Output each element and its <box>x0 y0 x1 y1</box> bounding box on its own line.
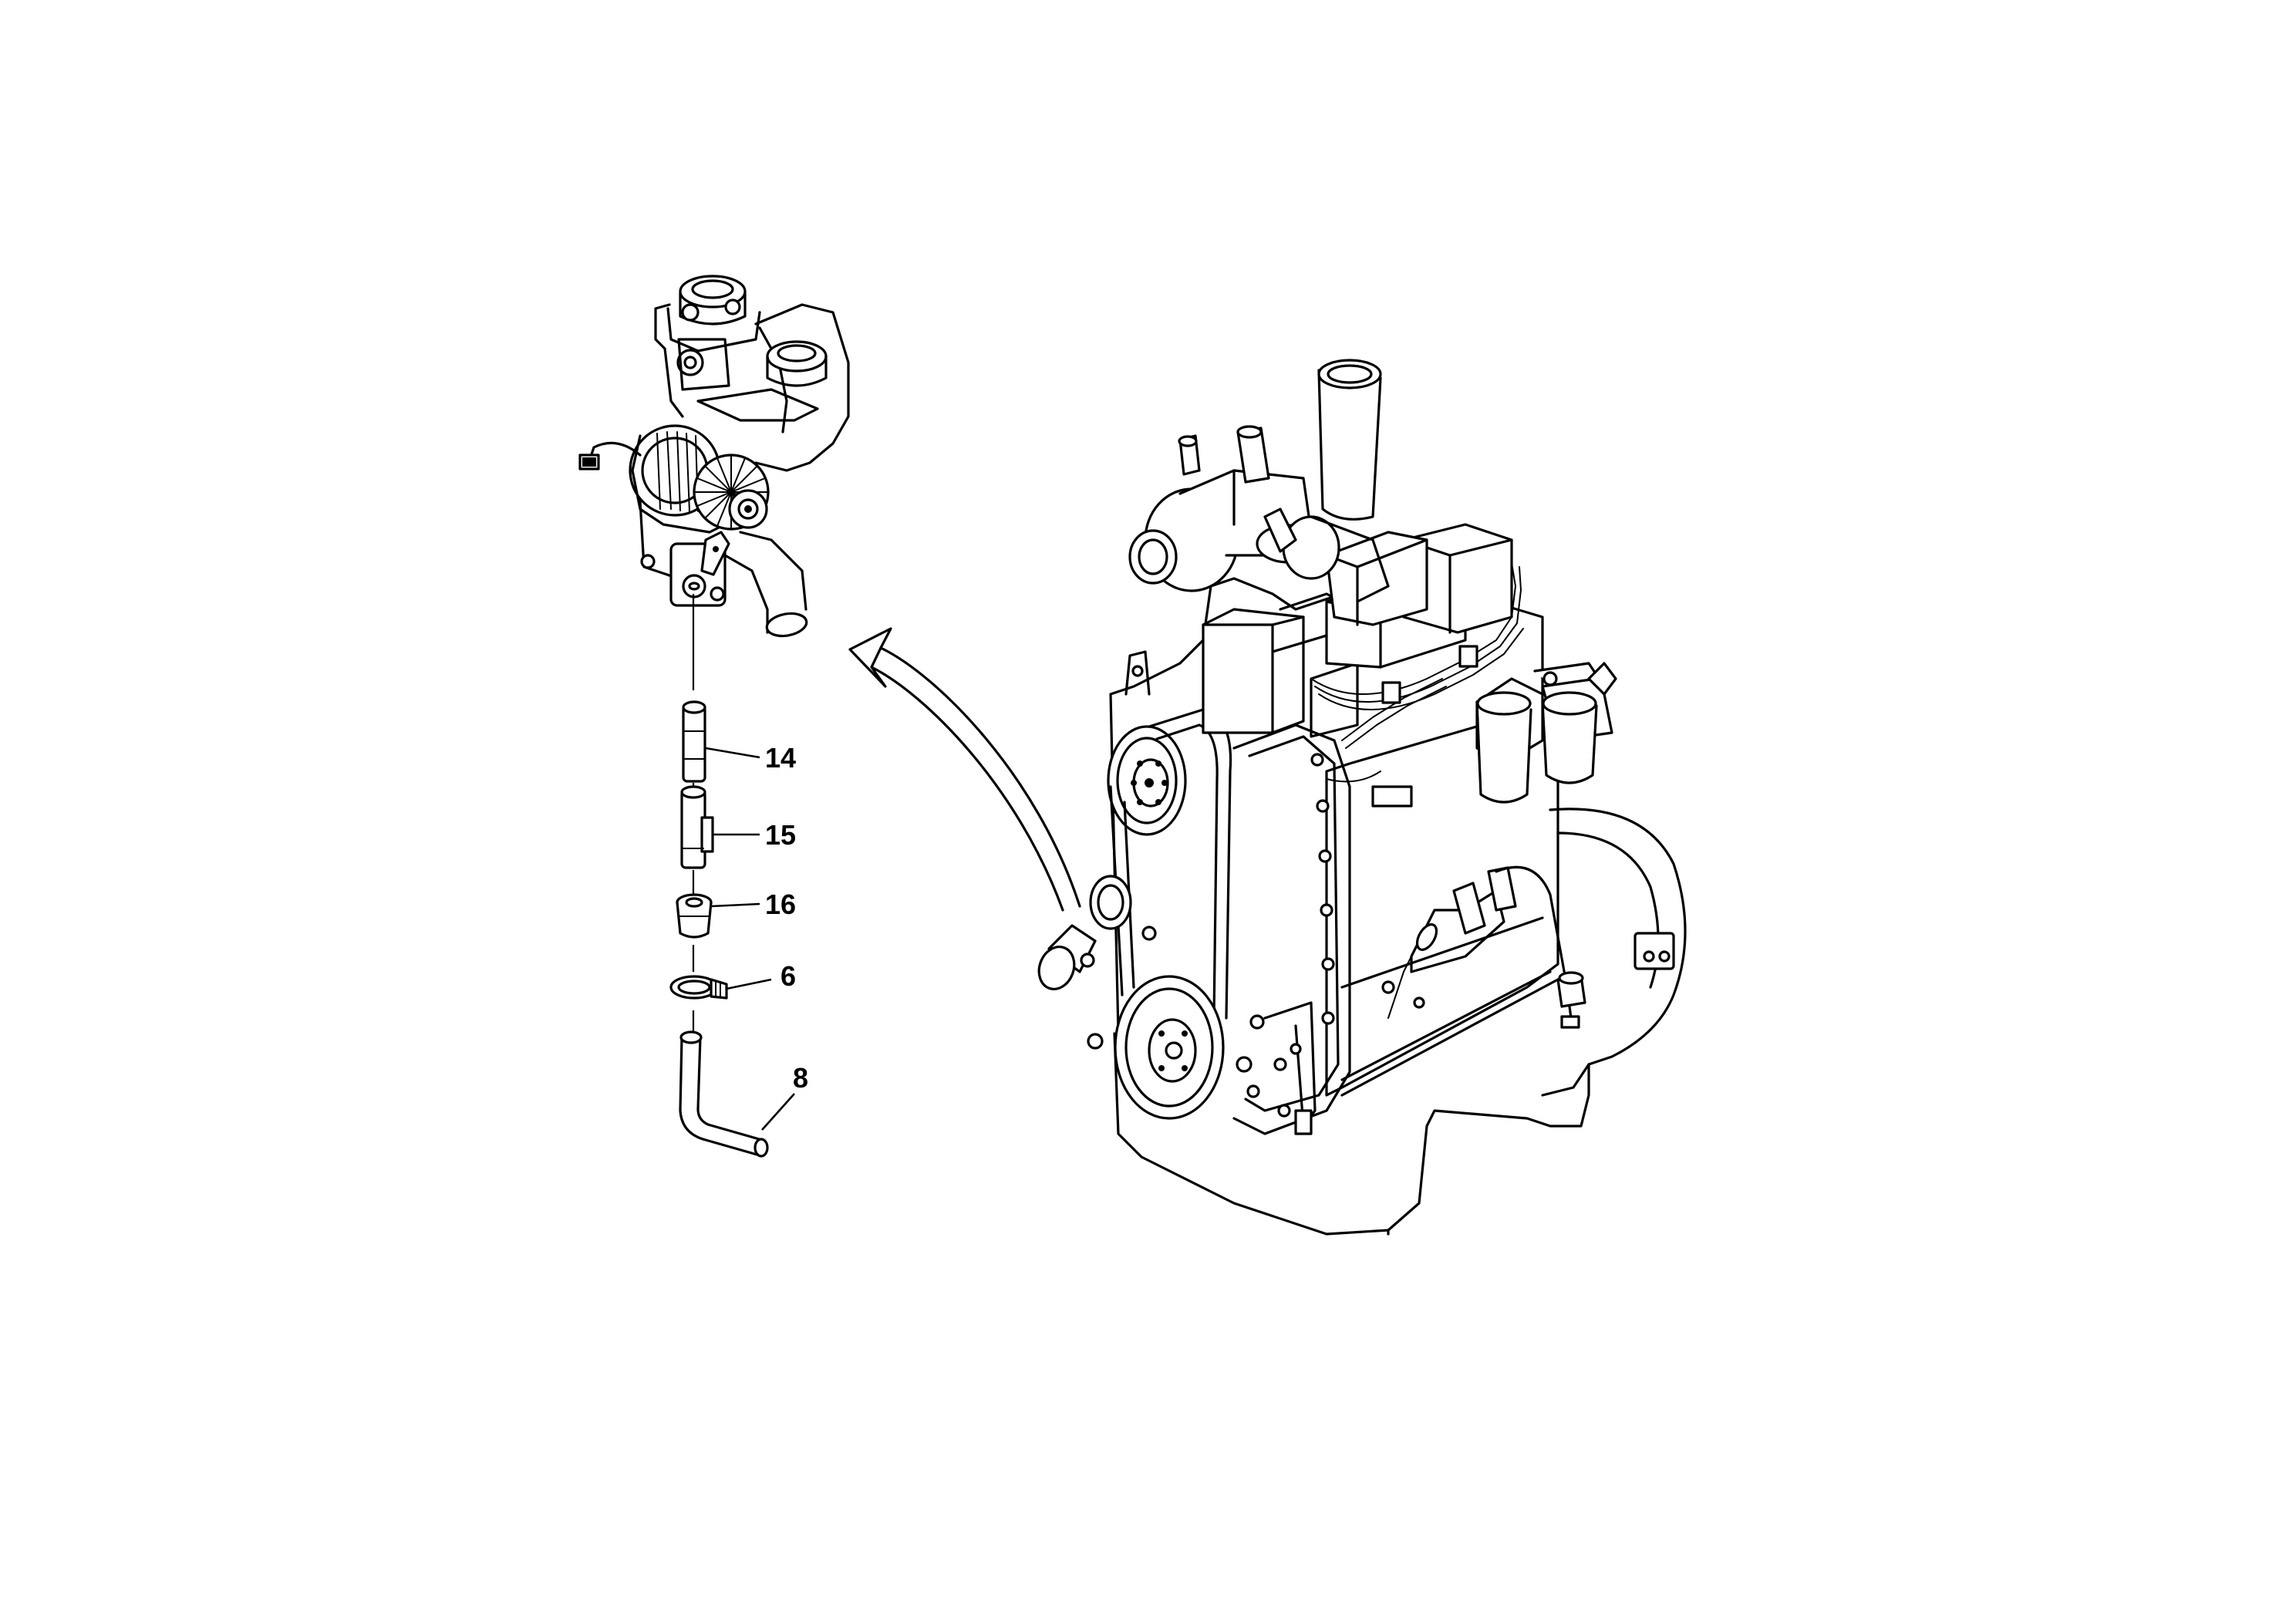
curved-reference-arrow <box>848 627 1081 912</box>
callout-15: 15 <box>765 819 796 851</box>
callout-14: 14 <box>765 742 796 774</box>
callouts: 14 15 16 6 8 <box>705 742 808 1131</box>
part-8-hose <box>679 1030 769 1158</box>
callout-6: 6 <box>781 960 796 992</box>
part-16-nut <box>676 893 713 939</box>
part-6-hose-clamp <box>669 975 728 1000</box>
part-15-bushing <box>680 785 714 869</box>
part-14-stud <box>682 700 706 783</box>
engine-block <box>1037 359 1687 1236</box>
pump-alternator-assembly <box>578 275 850 638</box>
callout-16: 16 <box>765 889 796 920</box>
callout-8: 8 <box>793 1062 808 1094</box>
